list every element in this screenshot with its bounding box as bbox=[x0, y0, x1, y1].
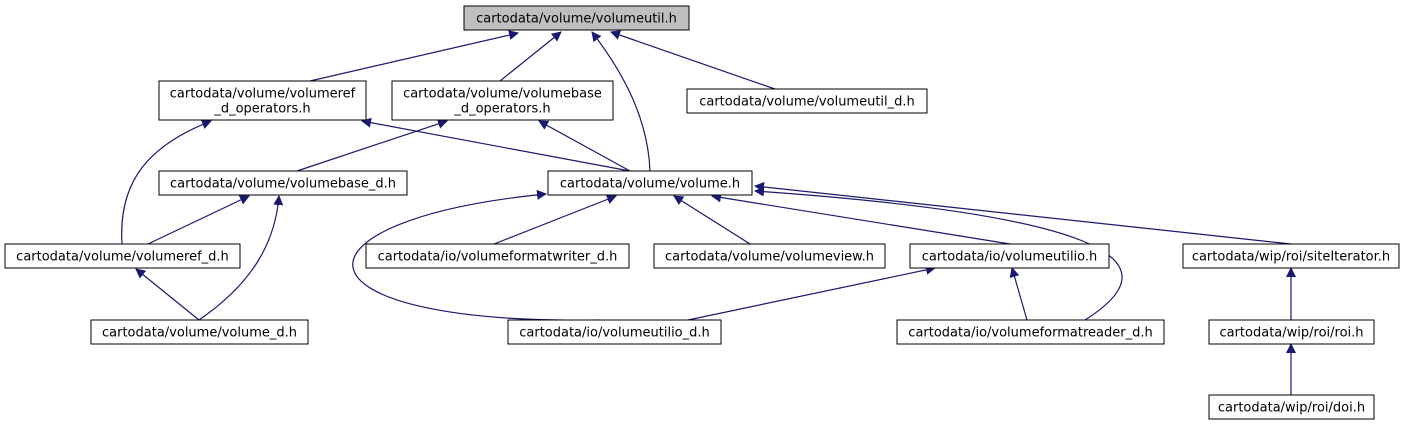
edge-volume-to-volumeref_d_operators bbox=[361, 117, 631, 172]
edge-volumebase_d_operators-to-volumeutil bbox=[499, 31, 562, 82]
edge-volumeview-to-volume bbox=[673, 195, 751, 245]
node-box bbox=[391, 80, 614, 121]
node-box bbox=[463, 5, 690, 31]
edge-volumeutil_d-to-volumeutil bbox=[610, 30, 776, 90]
edge-volume_d-to-volumebase_d bbox=[198, 195, 284, 321]
edge-volume_d-to-volumeref_d bbox=[135, 268, 200, 321]
node-label: cartodata/io/volumeutilio_d.h bbox=[519, 326, 710, 341]
edge-volumeformatwriter_d-to-volume bbox=[493, 194, 617, 245]
edge-volumeformatreader_d-to-volumeutilio bbox=[1009, 267, 1028, 321]
node-label: cartodata/volume/volumeutil_d.h bbox=[699, 95, 915, 110]
node-label: cartodata/volume/volumebase_d.h bbox=[170, 177, 396, 192]
node-label: cartodata/volume/volumeref_d.h bbox=[16, 250, 229, 265]
edge-volumeformatreader_d-to-volume bbox=[754, 186, 1123, 321]
node-box bbox=[365, 243, 630, 269]
node-box bbox=[547, 170, 753, 196]
node-roi[interactable]: cartodata/wip/roi/roi.h bbox=[1208, 319, 1375, 345]
node-box bbox=[158, 80, 367, 121]
node-volumeref_d[interactable]: cartodata/volume/volumeref_d.h bbox=[4, 243, 241, 269]
node-volume[interactable]: cartodata/volume/volume.h bbox=[547, 170, 753, 196]
node-label: cartodata/wip/roi/roi.h bbox=[1219, 326, 1363, 341]
node-box bbox=[896, 319, 1165, 345]
node-box bbox=[1182, 243, 1400, 269]
node-label: _d_operators.h bbox=[213, 102, 310, 117]
edge-siteIterator-to-volume bbox=[754, 181, 1292, 245]
node-box bbox=[90, 319, 309, 345]
node-label: cartodata/volume/volume_d.h bbox=[102, 326, 297, 341]
node-label: cartodata/wip/roi/siteIterator.h bbox=[1192, 250, 1390, 265]
edge-volume-to-volumebase_d_operators bbox=[538, 120, 631, 172]
node-label: cartodata/volume/volumeref bbox=[170, 87, 356, 102]
node-siteIterator[interactable]: cartodata/wip/roi/siteIterator.h bbox=[1182, 243, 1400, 269]
edge-volume-to-volumeutil bbox=[591, 31, 651, 172]
edge-volumeutilio_d-to-volume bbox=[352, 189, 601, 321]
node-label: cartodata/volume/volume.h bbox=[560, 177, 740, 192]
node-volume_d[interactable]: cartodata/volume/volume_d.h bbox=[90, 319, 309, 345]
edge-volumebase_d-to-volumebase_d_operators bbox=[296, 119, 448, 172]
node-label: _d_operators.h bbox=[453, 102, 550, 117]
node-box bbox=[909, 243, 1110, 269]
node-volumeutilio_d[interactable]: cartodata/io/volumeutilio_d.h bbox=[507, 319, 722, 345]
edge-volumeref_d_operators-to-volumeutil bbox=[309, 30, 519, 82]
node-label: cartodata/volume/volumeutil.h bbox=[476, 12, 677, 27]
node-label: cartodata/io/volumeformatwriter_d.h bbox=[378, 250, 618, 265]
node-label: cartodata/wip/roi/doi.h bbox=[1218, 401, 1365, 416]
node-volumeformatwriter_d[interactable]: cartodata/io/volumeformatwriter_d.h bbox=[365, 243, 630, 269]
node-box bbox=[653, 243, 886, 269]
node-volumeformatreader_d[interactable]: cartodata/io/volumeformatreader_d.h bbox=[896, 319, 1165, 345]
node-label: cartodata/io/volumeformatreader_d.h bbox=[908, 326, 1152, 341]
node-box bbox=[686, 88, 928, 114]
node-volumebase_d[interactable]: cartodata/volume/volumebase_d.h bbox=[158, 170, 408, 196]
node-doi[interactable]: cartodata/wip/roi/doi.h bbox=[1208, 394, 1375, 420]
node-box bbox=[507, 319, 722, 345]
node-box bbox=[1208, 394, 1375, 420]
edge-volumeref_d-to-volumebase_d bbox=[147, 195, 250, 245]
node-label: cartodata/volume/volumeview.h bbox=[665, 250, 874, 265]
edge-volumeutilio-to-volume bbox=[711, 192, 1011, 245]
edge-volumeref_d-to-volumeref_d_operators bbox=[121, 119, 212, 245]
node-label: cartodata/volume/volumebase bbox=[403, 87, 602, 102]
node-box bbox=[1208, 319, 1375, 345]
edge-volumeutilio_d-to-volumeutilio bbox=[687, 264, 936, 321]
node-volumeutilio[interactable]: cartodata/io/volumeutilio.h bbox=[909, 243, 1110, 269]
node-volumeref_d_operators[interactable]: cartodata/volume/volumeref_d_operators.h bbox=[158, 80, 367, 121]
node-volumeutil_d[interactable]: cartodata/volume/volumeutil_d.h bbox=[686, 88, 928, 114]
node-volumeutil[interactable]: cartodata/volume/volumeutil.h bbox=[463, 5, 690, 31]
node-box bbox=[4, 243, 241, 269]
node-label: cartodata/io/volumeutilio.h bbox=[922, 250, 1098, 265]
node-box bbox=[158, 170, 408, 196]
node-volumeview[interactable]: cartodata/volume/volumeview.h bbox=[653, 243, 886, 269]
node-volumebase_d_operators[interactable]: cartodata/volume/volumebase_d_operators.… bbox=[391, 80, 614, 121]
